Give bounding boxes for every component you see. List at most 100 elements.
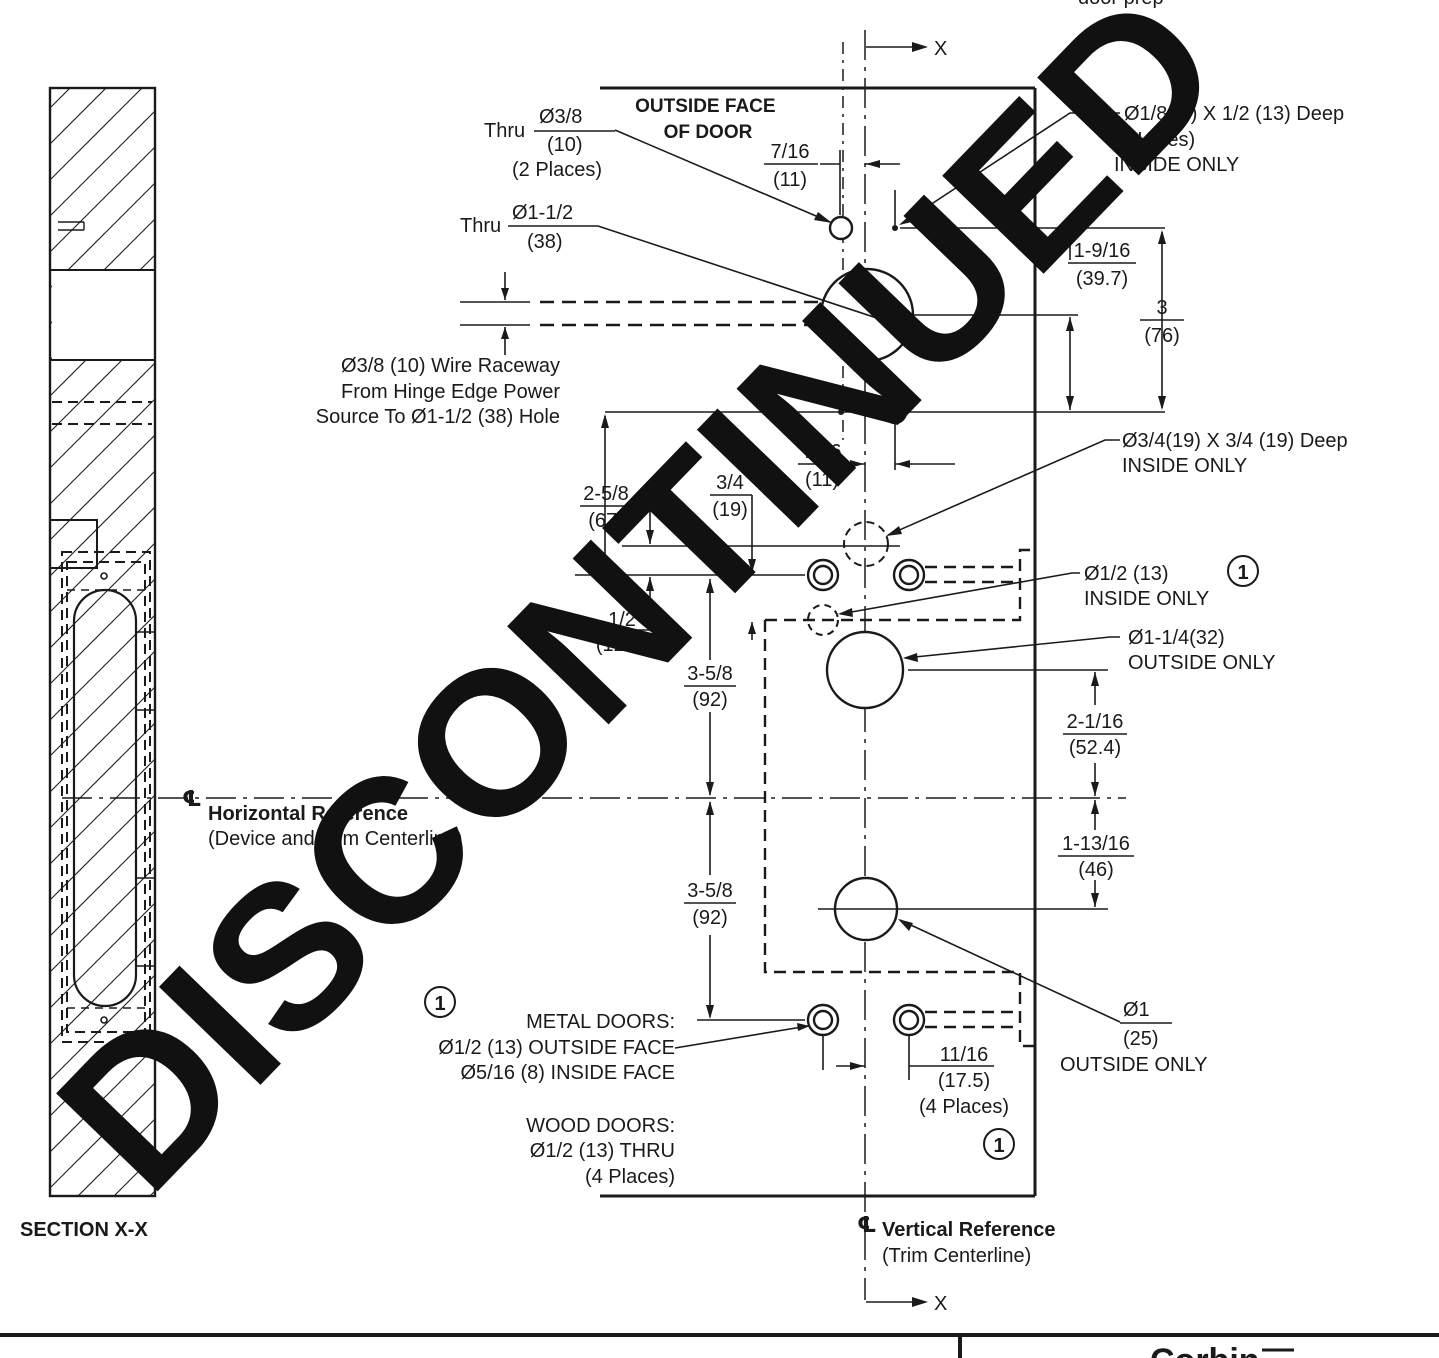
callout-small-holes-line3: INSIDE ONLY [1114, 154, 1239, 176]
dim-3-4-mm: (19) [712, 499, 748, 521]
dim-1-9-16: 1-9/16 (39.7) [1068, 240, 1136, 290]
callout-hole-1-mm: (25) [1123, 1028, 1159, 1050]
vertical-reference-symbol: ℄ [857, 1212, 877, 1237]
callout-hole-1-2-line2: INSIDE ONLY [1084, 588, 1209, 610]
dim-3: 3 (76) [1140, 297, 1184, 347]
footer: Corbin [0, 1333, 1439, 1358]
dim-3-5-8-lower-mm: (92) [692, 907, 728, 929]
hatch-line [50, 974, 155, 1081]
callout-hole-1-2: Ø1/2 (13) INSIDE ONLY [1084, 563, 1209, 610]
callout-metal-doors: METAL DOORS: Ø1/2 (13) OUTSIDE FACE Ø5/1… [438, 1011, 675, 1084]
callout-wood-doors: WOOD DOORS: Ø1/2 (13) THRU (4 Places) [526, 1115, 675, 1188]
callout-thru-1-1-2: Thru Ø1-1/2 (38) [460, 202, 598, 253]
dim-1-9-16-mm: (39.7) [1076, 268, 1128, 290]
dim-3-frac: 3 [1156, 297, 1167, 319]
note-marker-left: 1 [424, 986, 456, 1018]
hatch-line [50, 542, 155, 649]
hole-3-4-dashed [843, 521, 889, 567]
door-face-title-line2: OF DOOR [664, 122, 753, 143]
dim-3-mm: (76) [1144, 325, 1180, 347]
callout-metal-doors-line1: METAL DOORS: [526, 1011, 675, 1033]
callout-small-holes-line2: (2 Holes) [1114, 129, 1195, 151]
callout-wood-doors-line3: (4 Places) [585, 1166, 675, 1188]
dim-2-5-8-frac: 2-5/8 [583, 483, 629, 505]
dim-11-16-frac: 11/16 [940, 1044, 989, 1066]
callout-small-holes: Ø1/8 (3) X 1/2 (13) Deep (2 Holes) INSID… [1114, 103, 1344, 176]
hatch-line [50, 110, 155, 217]
mortise-pocket [763, 548, 1035, 1048]
horizontal-reference-subtitle: (Device and Trim Centerline) [208, 828, 463, 850]
callout-thru-3-8-note: (2 Places) [512, 159, 602, 181]
dim-2-5-8: 2-5/8 (67) [580, 483, 632, 532]
callout-hole-3-4: Ø3/4(19) X 3/4 (19) Deep INSIDE ONLY [1122, 430, 1348, 477]
dim-7-16-mid-mm: (11) [805, 469, 839, 491]
wire-raceway [460, 272, 822, 355]
callout-metal-doors-line2: Ø1/2 (13) OUTSIDE FACE [438, 1037, 675, 1059]
callout-raceway-line1: Ø3/8 (10) Wire Raceway [341, 355, 560, 377]
callout-hole-3-4-line2: INSIDE ONLY [1122, 455, 1247, 477]
callout-wood-doors-line1: WOOD DOORS: [526, 1115, 675, 1137]
dim-2-5-8-mm: (67) [588, 510, 624, 532]
hatch-line [50, 1082, 155, 1189]
callout-hole-1-1-4-line1: Ø1-1/4(32) [1128, 627, 1225, 649]
hatch-line [50, 146, 155, 253]
hatch-line [113, 1154, 155, 1196]
note-marker-left-label: 1 [434, 993, 445, 1015]
dimension-lines [575, 150, 1166, 1080]
hatch-line [50, 686, 155, 793]
callout-hole-1-1-4: Ø1-1/4(32) OUTSIDE ONLY [1128, 627, 1275, 674]
hole-1-8-top [892, 225, 898, 231]
dim-3-4-frac: 3/4 [716, 472, 744, 494]
callout-hole-1-dia: Ø1 [1123, 999, 1150, 1021]
dim-1-2-frac: 1/2 [608, 609, 636, 631]
door-outline [600, 86, 1037, 1198]
section-hatching [40, 0, 170, 1196]
callout-small-holes-line1: Ø1/8 (3) X 1/2 (13) Deep [1124, 103, 1344, 125]
hatch-line [50, 722, 155, 829]
callout-raceway-line3: Source To Ø1-1/2 (38) Hole [316, 406, 560, 428]
section-marker-top: X [866, 38, 947, 60]
footer-brand: Corbin [1150, 1342, 1260, 1358]
callout-thru-3-8-prefix: Thru [484, 120, 525, 142]
dim-1-13-16-frac: 1-13/16 [1062, 833, 1130, 855]
note-marker-bottom-label: 1 [993, 1135, 1004, 1157]
callout-thru-3-8-dia: Ø3/8 [539, 106, 582, 128]
hatch-line [50, 506, 155, 613]
hatch-line [50, 434, 155, 541]
dim-2-1-16-frac: 2-1/16 [1067, 711, 1124, 733]
hatch-line [50, 794, 155, 901]
hatch-line [40, 0, 170, 10]
dim-7-16-mid: 7/16 (11) [798, 441, 841, 491]
note-marker-bottom: 1 [983, 1128, 1015, 1160]
callout-hole-3-4-line1: Ø3/4(19) X 3/4 (19) Deep [1122, 430, 1348, 452]
callout-thru-1-1-2-mm: (38) [527, 231, 563, 253]
dim-11-16-mm: (17.5) [938, 1070, 990, 1092]
section-marker-top-label: X [934, 38, 947, 60]
dim-7-16-top-frac: 7/16 [771, 141, 810, 163]
callout-raceway-line2: From Hinge Edge Power [341, 381, 560, 403]
hatch-line [50, 88, 143, 181]
dim-2-1-16: 2-1/16 (52.4) [1063, 711, 1127, 759]
dim-3-5-8-upper-frac: 3-5/8 [687, 663, 733, 685]
dim-3-5-8-lower: 3-5/8 (92) [684, 880, 736, 929]
dim-1-2: 1/2 (12.7) [596, 609, 650, 656]
hatch-line [50, 650, 155, 757]
callout-hole-1-note: OUTSIDE ONLY [1060, 1054, 1207, 1076]
hatch-line [50, 866, 155, 973]
hatch-line [50, 88, 71, 109]
hatch-line [50, 398, 155, 505]
dim-7-16-mid-frac: 7/16 [803, 441, 842, 463]
dim-7-16-top-mm: (11) [773, 169, 807, 191]
hatch-line [50, 362, 155, 469]
dim-3-5-8-lower-frac: 3-5/8 [687, 880, 733, 902]
hole-1-1-4 [825, 630, 905, 710]
dim-3-5-8-upper: 3-5/8 (92) [684, 663, 736, 711]
top-cut-text: door prep [1078, 0, 1164, 9]
dim-2-1-16-mm: (52.4) [1069, 737, 1121, 759]
callout-thru-3-8: Thru Ø3/8 (10) (2 Places) [484, 106, 615, 181]
hole-3-8-top [828, 215, 854, 241]
hatch-line [40, 0, 170, 82]
horizontal-reference-title: Horizontal Reference [208, 803, 408, 825]
through-holes-4 [806, 558, 926, 1037]
